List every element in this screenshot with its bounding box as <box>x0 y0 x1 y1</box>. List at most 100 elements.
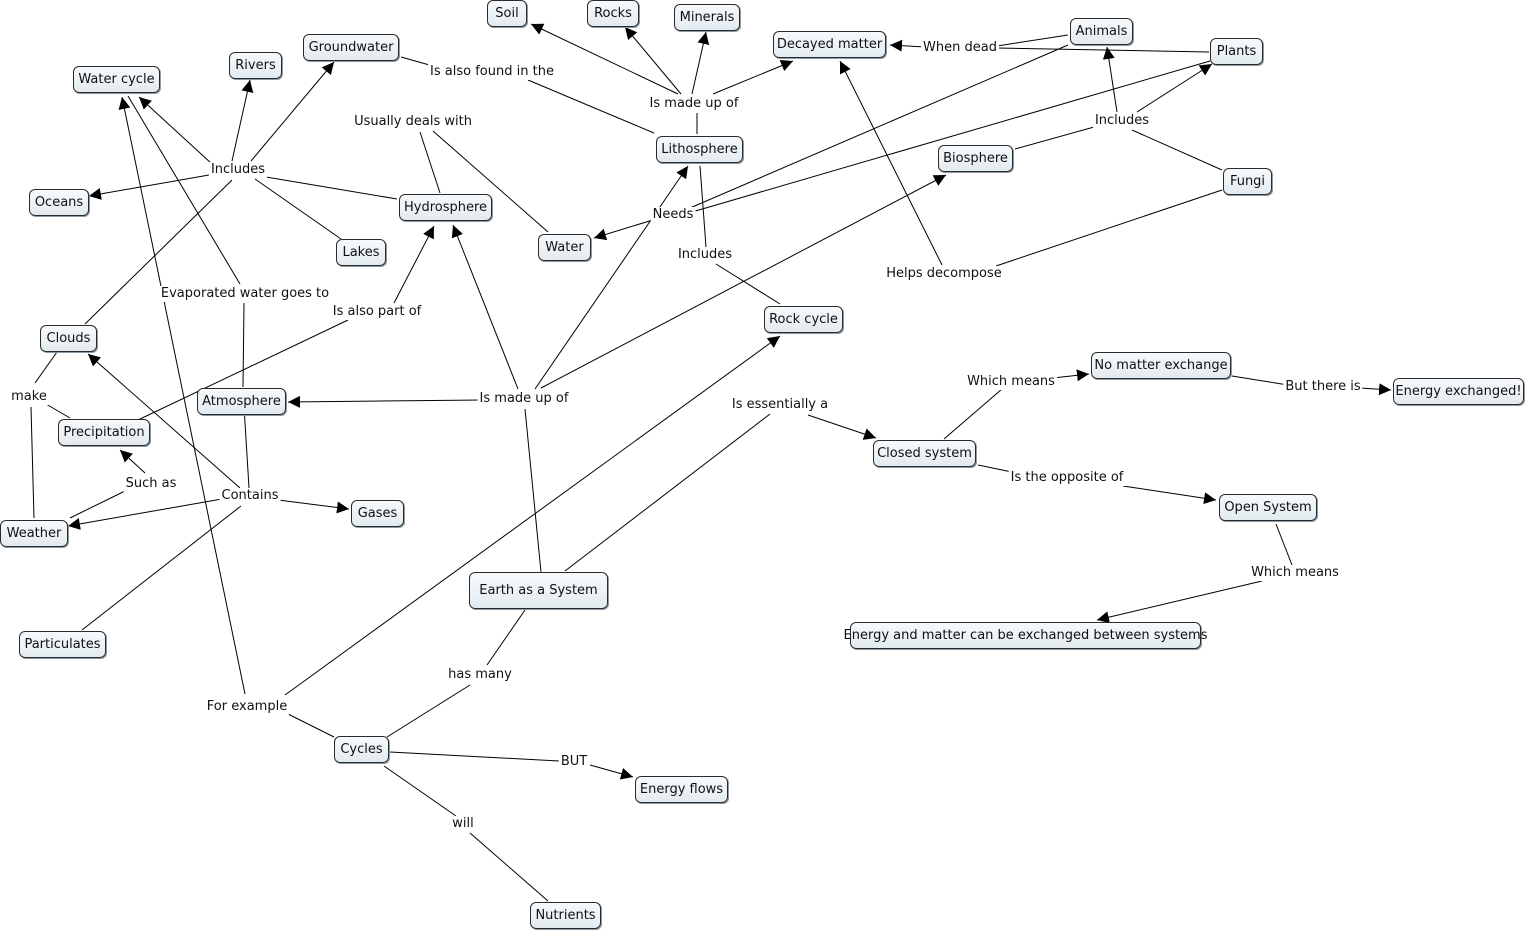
concept-clouds[interactable]: Clouds <box>40 325 97 352</box>
concept-no-matter-exchange[interactable]: No matter exchange <box>1091 352 1231 379</box>
connector-arrow <box>451 224 519 390</box>
concept-energy-flows[interactable]: Energy flows <box>635 776 728 803</box>
concept-nutrients[interactable]: Nutrients <box>530 902 601 929</box>
connector-arrow <box>1136 63 1213 113</box>
concept-closed-system[interactable]: Closed system <box>873 440 976 467</box>
connector-arrow <box>1122 485 1217 505</box>
concept-energy-exchanged[interactable]: Energy exchanged! <box>1393 378 1524 405</box>
link-open-which-means: Which means <box>1249 565 1341 581</box>
connector-arrow <box>889 39 926 52</box>
concept-earth-as-a-system[interactable]: Earth as a System <box>469 572 608 609</box>
connector-line <box>254 178 342 240</box>
connector-line <box>84 179 233 325</box>
link-will: will <box>450 816 476 832</box>
connector-arrow <box>67 498 223 530</box>
concept-atmosphere[interactable]: Atmosphere <box>197 388 286 415</box>
concept-fungi[interactable]: Fungi <box>1223 168 1272 195</box>
connector-line <box>265 176 398 200</box>
concept-rocks[interactable]: Rocks <box>587 0 639 27</box>
connector-arrow <box>87 353 241 489</box>
concept-cycles[interactable]: Cycles <box>334 736 389 763</box>
connector-line <box>81 505 242 631</box>
concept-oceans[interactable]: Oceans <box>29 189 89 216</box>
link-closed-which-means: Which means <box>965 374 1057 390</box>
connector-line <box>69 489 128 519</box>
concept-animals[interactable]: Animals <box>1070 18 1133 45</box>
link-is-also-found-in-the: Is also found in the <box>428 64 556 80</box>
concept-lithosphere[interactable]: Lithosphere <box>656 136 743 163</box>
connector-arrow <box>88 174 210 200</box>
connector-line <box>1275 523 1293 566</box>
connector-arrow <box>712 60 794 95</box>
connector-line <box>996 47 1210 53</box>
concept-gases[interactable]: Gases <box>351 500 404 527</box>
link-needs: Needs <box>650 207 696 223</box>
connector-line <box>689 44 1069 209</box>
concept-groundwater[interactable]: Groundwater <box>303 34 399 61</box>
connector-arrow <box>231 79 254 162</box>
connector-arrow <box>277 499 350 514</box>
link-helps-decompose: Helps decompose <box>884 266 1004 282</box>
link-evaporated-water-goes-to: Evaporated water goes to <box>158 286 332 302</box>
concept-decayed-matter[interactable]: Decayed matter <box>773 31 886 58</box>
connector-line <box>243 405 250 489</box>
link-is-also-part-of: Is also part of <box>330 304 424 320</box>
connector-line <box>432 130 549 233</box>
connector-arrow <box>393 225 435 304</box>
concept-open-system[interactable]: Open System <box>1219 494 1317 521</box>
connector-arrow <box>807 414 877 440</box>
connector-arrow <box>691 31 710 95</box>
concept-biosphere[interactable]: Biosphere <box>938 145 1013 172</box>
connector-line <box>486 609 526 666</box>
connector-line <box>285 712 335 738</box>
connector-line <box>524 408 542 573</box>
link-lithosphere-is-made-up-of: Is made up of <box>647 96 741 112</box>
link-lithosphere-includes: Includes <box>675 247 735 263</box>
concept-weather[interactable]: Weather <box>0 520 68 547</box>
concept-water[interactable]: Water <box>538 234 591 261</box>
concept-soil[interactable]: Soil <box>487 0 527 27</box>
connector-line <box>943 388 1003 440</box>
connector-arrow <box>624 26 682 95</box>
concept-rock-cycle[interactable]: Rock cycle <box>764 306 843 333</box>
connector-arrow <box>593 218 657 241</box>
link-biosphere-includes: Includes <box>1092 113 1152 129</box>
concept-precipitation[interactable]: Precipitation <box>58 419 150 446</box>
link-but-there-is: But there is <box>1283 379 1363 395</box>
connector-arrow <box>1359 383 1392 396</box>
link-has-many: has many <box>446 667 514 683</box>
connector-line <box>137 319 349 421</box>
concept-particulates[interactable]: Particulates <box>19 631 106 658</box>
connector-arrow <box>589 764 634 780</box>
connector-line <box>527 79 655 134</box>
connector-arrow <box>540 174 947 389</box>
concept-hydrosphere[interactable]: Hydrosphere <box>399 194 492 221</box>
connector-line <box>469 832 549 902</box>
link-hydrosphere-includes: Includes <box>208 162 268 178</box>
link-make: make <box>9 389 49 405</box>
concept-energy-and-matter-exchanged[interactable]: Energy and matter can be exchanged betwe… <box>844 622 1208 649</box>
connector-arrow <box>1102 46 1118 113</box>
connector-line <box>389 751 560 762</box>
concept-rivers[interactable]: Rivers <box>229 52 282 79</box>
concept-plants[interactable]: Plants <box>1210 38 1263 65</box>
connector-line <box>691 60 1211 213</box>
connector-line <box>45 403 71 419</box>
connector-line <box>34 351 58 384</box>
link-usually-deals-with: Usually deals with <box>352 114 474 130</box>
link-when-dead: When dead <box>921 40 999 56</box>
connector-arrow <box>284 335 781 696</box>
connector-line <box>242 302 245 388</box>
connector-arrow <box>530 23 679 95</box>
concept-water-cycle[interactable]: Water cycle <box>73 66 160 93</box>
connector-line <box>977 464 1013 473</box>
connector-line <box>1131 129 1223 171</box>
concept-lakes[interactable]: Lakes <box>336 239 386 266</box>
concept-minerals[interactable]: Minerals <box>674 4 740 31</box>
connector-line <box>30 406 35 519</box>
connector-line <box>419 131 441 194</box>
connector-arrow <box>839 60 943 266</box>
connector-line <box>1014 126 1095 150</box>
